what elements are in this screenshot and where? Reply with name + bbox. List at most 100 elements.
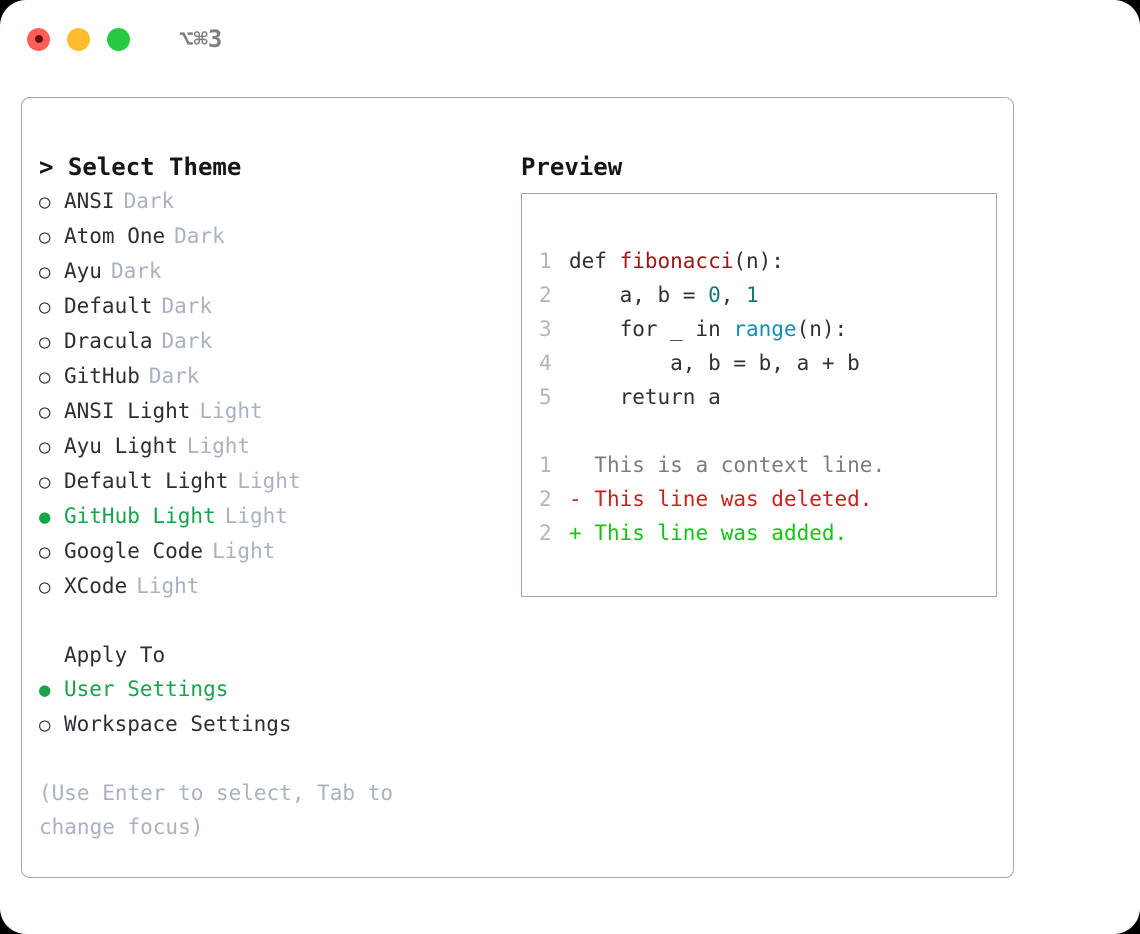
diff-sample: 1 This is a context line.2- This line wa… — [539, 448, 996, 550]
apply-to-row[interactable]: ○Workspace Settings — [39, 707, 507, 742]
theme-name: Default Light — [64, 469, 229, 493]
preview-heading: Preview — [521, 153, 623, 181]
radio-unselected-icon[interactable]: ○ — [39, 471, 51, 493]
diff-marker — [569, 448, 594, 482]
radio-unselected-icon[interactable]: ○ — [39, 541, 51, 563]
line-number: 2 — [539, 487, 552, 511]
radio-unselected-icon[interactable]: ○ — [39, 366, 51, 388]
theme-row[interactable]: ○ Ayu Dark — [39, 254, 507, 289]
theme-category-tag: Light — [136, 574, 200, 598]
diff-text: This line was added. — [594, 521, 848, 545]
code-token-kw: for _ in — [569, 317, 734, 341]
line-number: 5 — [539, 385, 552, 409]
code-token-plain: , — [720, 283, 747, 307]
apply-to-list[interactable]: ●User Settings○Workspace Settings — [39, 672, 507, 742]
radio-selected-icon[interactable]: ● — [39, 679, 51, 701]
theme-row[interactable]: ○ XCode Light — [39, 569, 507, 604]
radio-unselected-icon[interactable]: ○ — [39, 331, 51, 353]
theme-row[interactable]: ○ Google Code Light — [39, 534, 507, 569]
theme-name: Ayu Light — [64, 434, 178, 458]
theme-name: XCode — [64, 574, 128, 598]
code-line: 2 a, b = 0, 1 — [539, 278, 996, 312]
select-theme-heading: > Select Theme — [39, 153, 242, 181]
radio-unselected-icon[interactable]: ○ — [39, 296, 51, 318]
code-token-kw: def — [569, 249, 620, 273]
theme-category-tag: Dark — [110, 259, 162, 283]
theme-row[interactable]: ○ ANSI Dark — [39, 184, 507, 219]
close-button[interactable] — [27, 27, 50, 51]
diff-text: This line was deleted. — [594, 487, 873, 511]
theme-category-tag: Dark — [123, 189, 175, 213]
apply-to-row[interactable]: ●User Settings — [39, 672, 507, 707]
theme-name: Atom One — [64, 224, 166, 248]
theme-category-tag: Dark — [161, 329, 213, 353]
line-number: 2 — [539, 283, 552, 307]
code-token-call: range — [733, 317, 797, 341]
theme-name: GitHub Light — [64, 504, 216, 528]
theme-category-tag: Dark — [161, 294, 213, 318]
code-token-fn: fibonacci — [619, 249, 734, 273]
apply-to-heading: Apply To — [64, 643, 166, 667]
radio-unselected-icon[interactable]: ○ — [39, 226, 51, 248]
code-line: 5 return a — [539, 380, 996, 414]
code-line: 4 a, b = b, a + b — [539, 346, 996, 380]
theme-name: ANSI — [64, 189, 115, 213]
code-token-plain: (n): — [796, 317, 848, 341]
code-token-plain: a, b = — [569, 283, 709, 307]
theme-row[interactable]: ○ Atom One Dark — [39, 219, 507, 254]
radio-unselected-icon[interactable]: ○ — [39, 436, 51, 458]
theme-category-tag: Light — [237, 469, 301, 493]
code-token-num: 0 — [708, 283, 721, 307]
theme-row[interactable]: ○ GitHub Dark — [39, 359, 507, 394]
theme-category-tag: Dark — [148, 364, 200, 388]
keyboard-hint: (Use Enter to select, Tab to change focu… — [39, 781, 406, 839]
diff-marker: + — [569, 521, 595, 545]
code-token-plain: (n): — [733, 249, 784, 273]
code-text: for _ in range(n): — [569, 312, 848, 346]
code-token-num: 1 — [746, 283, 759, 307]
theme-category-tag: Light — [212, 539, 276, 563]
theme-name: Dracula — [64, 329, 153, 353]
line-number: 3 — [539, 317, 552, 341]
line-number: 2 — [539, 521, 552, 545]
diff-line: 2- This line was deleted. — [539, 482, 996, 516]
theme-name: Google Code — [64, 539, 204, 563]
code-text: a, b = 0, 1 — [569, 278, 759, 312]
radio-unselected-icon[interactable]: ○ — [39, 191, 51, 213]
diff-marker: - — [569, 487, 595, 511]
spacer — [539, 414, 996, 448]
radio-selected-icon[interactable]: ● — [39, 506, 51, 528]
theme-name: GitHub — [64, 364, 140, 388]
theme-category-tag: Dark — [174, 224, 225, 248]
line-number: 1 — [539, 453, 552, 477]
minimize-button[interactable] — [67, 27, 90, 51]
theme-name: ANSI Light — [64, 399, 191, 423]
title-bar: ⌥⌘3 — [0, 0, 1140, 78]
theme-row[interactable]: ○ Default Light Light — [39, 464, 507, 499]
radio-unselected-icon[interactable]: ○ — [39, 261, 51, 283]
radio-unselected-icon[interactable]: ○ — [39, 401, 51, 423]
theme-category-tag: Light — [186, 434, 251, 458]
zoom-button[interactable] — [107, 27, 130, 51]
theme-name: Ayu — [64, 259, 102, 283]
diff-line: 1 This is a context line. — [539, 448, 996, 482]
radio-unselected-icon[interactable]: ○ — [39, 576, 51, 598]
theme-row[interactable]: ○ Dracula Dark — [39, 324, 507, 359]
code-token-plain: a, b = b, a + b — [569, 351, 860, 375]
code-text: a, b = b, a + b — [569, 346, 860, 380]
theme-row[interactable]: ○ Ayu Light Light — [39, 429, 507, 464]
radio-unselected-icon[interactable]: ○ — [39, 714, 51, 736]
code-text: return a — [569, 380, 721, 414]
diff-line: 2 + This line was added. — [539, 516, 996, 550]
code-text: def fibonacci(n): — [569, 244, 784, 278]
